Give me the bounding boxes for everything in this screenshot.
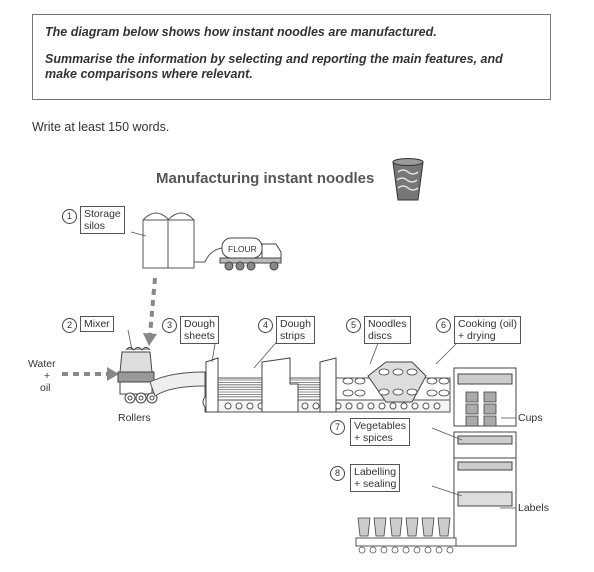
- step-label-cooking-drying: Cooking (oil) + drying: [454, 316, 521, 344]
- step-number-6: 6: [436, 318, 451, 333]
- noodle-disc: [426, 377, 438, 385]
- finished-cup: [389, 517, 403, 537]
- finished-cup: [373, 517, 387, 537]
- conveyor-wheel: [400, 402, 408, 410]
- diagram-title: Manufacturing instant noodles: [156, 170, 375, 187]
- output-wheel: [446, 546, 454, 554]
- conveyor-wheel: [378, 402, 386, 410]
- step-label-dough-strips: Dough strips: [276, 316, 315, 344]
- step-label-labelling-sealing: Labelling + sealing: [350, 464, 401, 492]
- task-instructions: Summarise the information by selecting a…: [45, 52, 503, 81]
- input-plus-label: +: [44, 370, 51, 382]
- noodle-disc: [426, 389, 438, 397]
- output-wheel: [424, 546, 432, 554]
- flour-flow-arrow: [148, 277, 157, 336]
- conveyor-wheel: [345, 402, 353, 410]
- word-requirement: Write at least 150 words.: [32, 120, 170, 134]
- output-wheel: [369, 546, 377, 554]
- step-number-4: 4: [258, 318, 273, 333]
- step-number-5: 5: [346, 318, 361, 333]
- conveyor-wheel: [422, 402, 430, 410]
- step-number-1: 1: [62, 209, 77, 224]
- noodle-disc: [406, 388, 418, 396]
- step-label-vegetables-spices: Vegetables + spices: [350, 418, 410, 446]
- dough-sheets: [149, 371, 206, 397]
- finished-cup: [437, 517, 451, 537]
- cup-shape: [465, 391, 479, 403]
- finished-cup: [357, 517, 371, 537]
- output-wheel: [391, 546, 399, 554]
- vegetables-unit: [453, 431, 517, 459]
- noodle-disc: [342, 377, 354, 385]
- step-number-8: 8: [330, 466, 345, 481]
- flour-truck: [219, 237, 282, 271]
- cup-shape: [465, 403, 479, 415]
- input-water-label: Water: [28, 358, 56, 370]
- step-label-noodle-discs: Noodles discs: [364, 316, 411, 344]
- conveyor-wheel: [356, 402, 364, 410]
- step-number-7: 7: [330, 420, 345, 435]
- step-label-storage-silos: Storage silos: [80, 206, 125, 234]
- cup-shape: [465, 415, 479, 427]
- cup-shape: [483, 391, 497, 403]
- output-wheels: [358, 546, 454, 554]
- noodle-cup-icon: [392, 158, 424, 201]
- noodle-disc: [378, 388, 390, 396]
- cups-label: Cups: [518, 412, 543, 424]
- flour-pipe: [194, 247, 223, 263]
- output-wheel: [380, 546, 388, 554]
- conveyor-wheel: [433, 402, 441, 410]
- input-oil-label: oil: [40, 382, 51, 394]
- cutters: [205, 357, 337, 413]
- conveyor-wheel: [246, 402, 254, 410]
- task-box: The diagram below shows how instant nood…: [32, 14, 551, 100]
- noodle-disc: [406, 368, 418, 376]
- finished-cup: [421, 517, 435, 537]
- leader-lines: [127, 231, 516, 509]
- labels-label: Labels: [518, 502, 549, 514]
- noodle-disc: [354, 377, 366, 385]
- mixer: [117, 347, 155, 395]
- noodle-disc: [438, 389, 450, 397]
- noodle-disc: [342, 389, 354, 397]
- conveyor-wheel: [389, 402, 397, 410]
- noodle-disc: [392, 388, 404, 396]
- output-wheel: [413, 546, 421, 554]
- conveyor-wheel: [301, 402, 309, 410]
- conveyor-wheel: [367, 402, 375, 410]
- conveyor-wheel: [224, 402, 232, 410]
- labelling-unit: [453, 457, 517, 547]
- noodle-disc: [378, 368, 390, 376]
- storage-silos: [142, 212, 195, 269]
- noodle-discs: [342, 368, 450, 397]
- step-number-2: 2: [62, 318, 77, 333]
- truck-label: FLOUR: [228, 244, 257, 254]
- step-number-3: 3: [162, 318, 177, 333]
- cup-shape: [483, 415, 497, 427]
- noodle-disc: [438, 377, 450, 385]
- rollers-label: Rollers: [118, 412, 151, 424]
- conveyor-wheel: [312, 402, 320, 410]
- step-label-mixer: Mixer: [80, 316, 114, 332]
- output-conveyor: [355, 537, 457, 547]
- conveyor-wheel: [235, 402, 243, 410]
- noodle-disc: [392, 368, 404, 376]
- rollers: [124, 392, 158, 404]
- conveyor-wheel: [411, 402, 419, 410]
- finished-cups: [357, 517, 451, 537]
- output-wheel: [358, 546, 366, 554]
- cup-shape: [483, 403, 497, 415]
- output-wheel: [435, 546, 443, 554]
- finished-cup: [405, 517, 419, 537]
- noodle-disc: [354, 389, 366, 397]
- step-label-dough-sheets: Dough sheets: [180, 316, 219, 344]
- output-wheel: [402, 546, 410, 554]
- task-prompt: The diagram below shows how instant nood…: [45, 25, 437, 39]
